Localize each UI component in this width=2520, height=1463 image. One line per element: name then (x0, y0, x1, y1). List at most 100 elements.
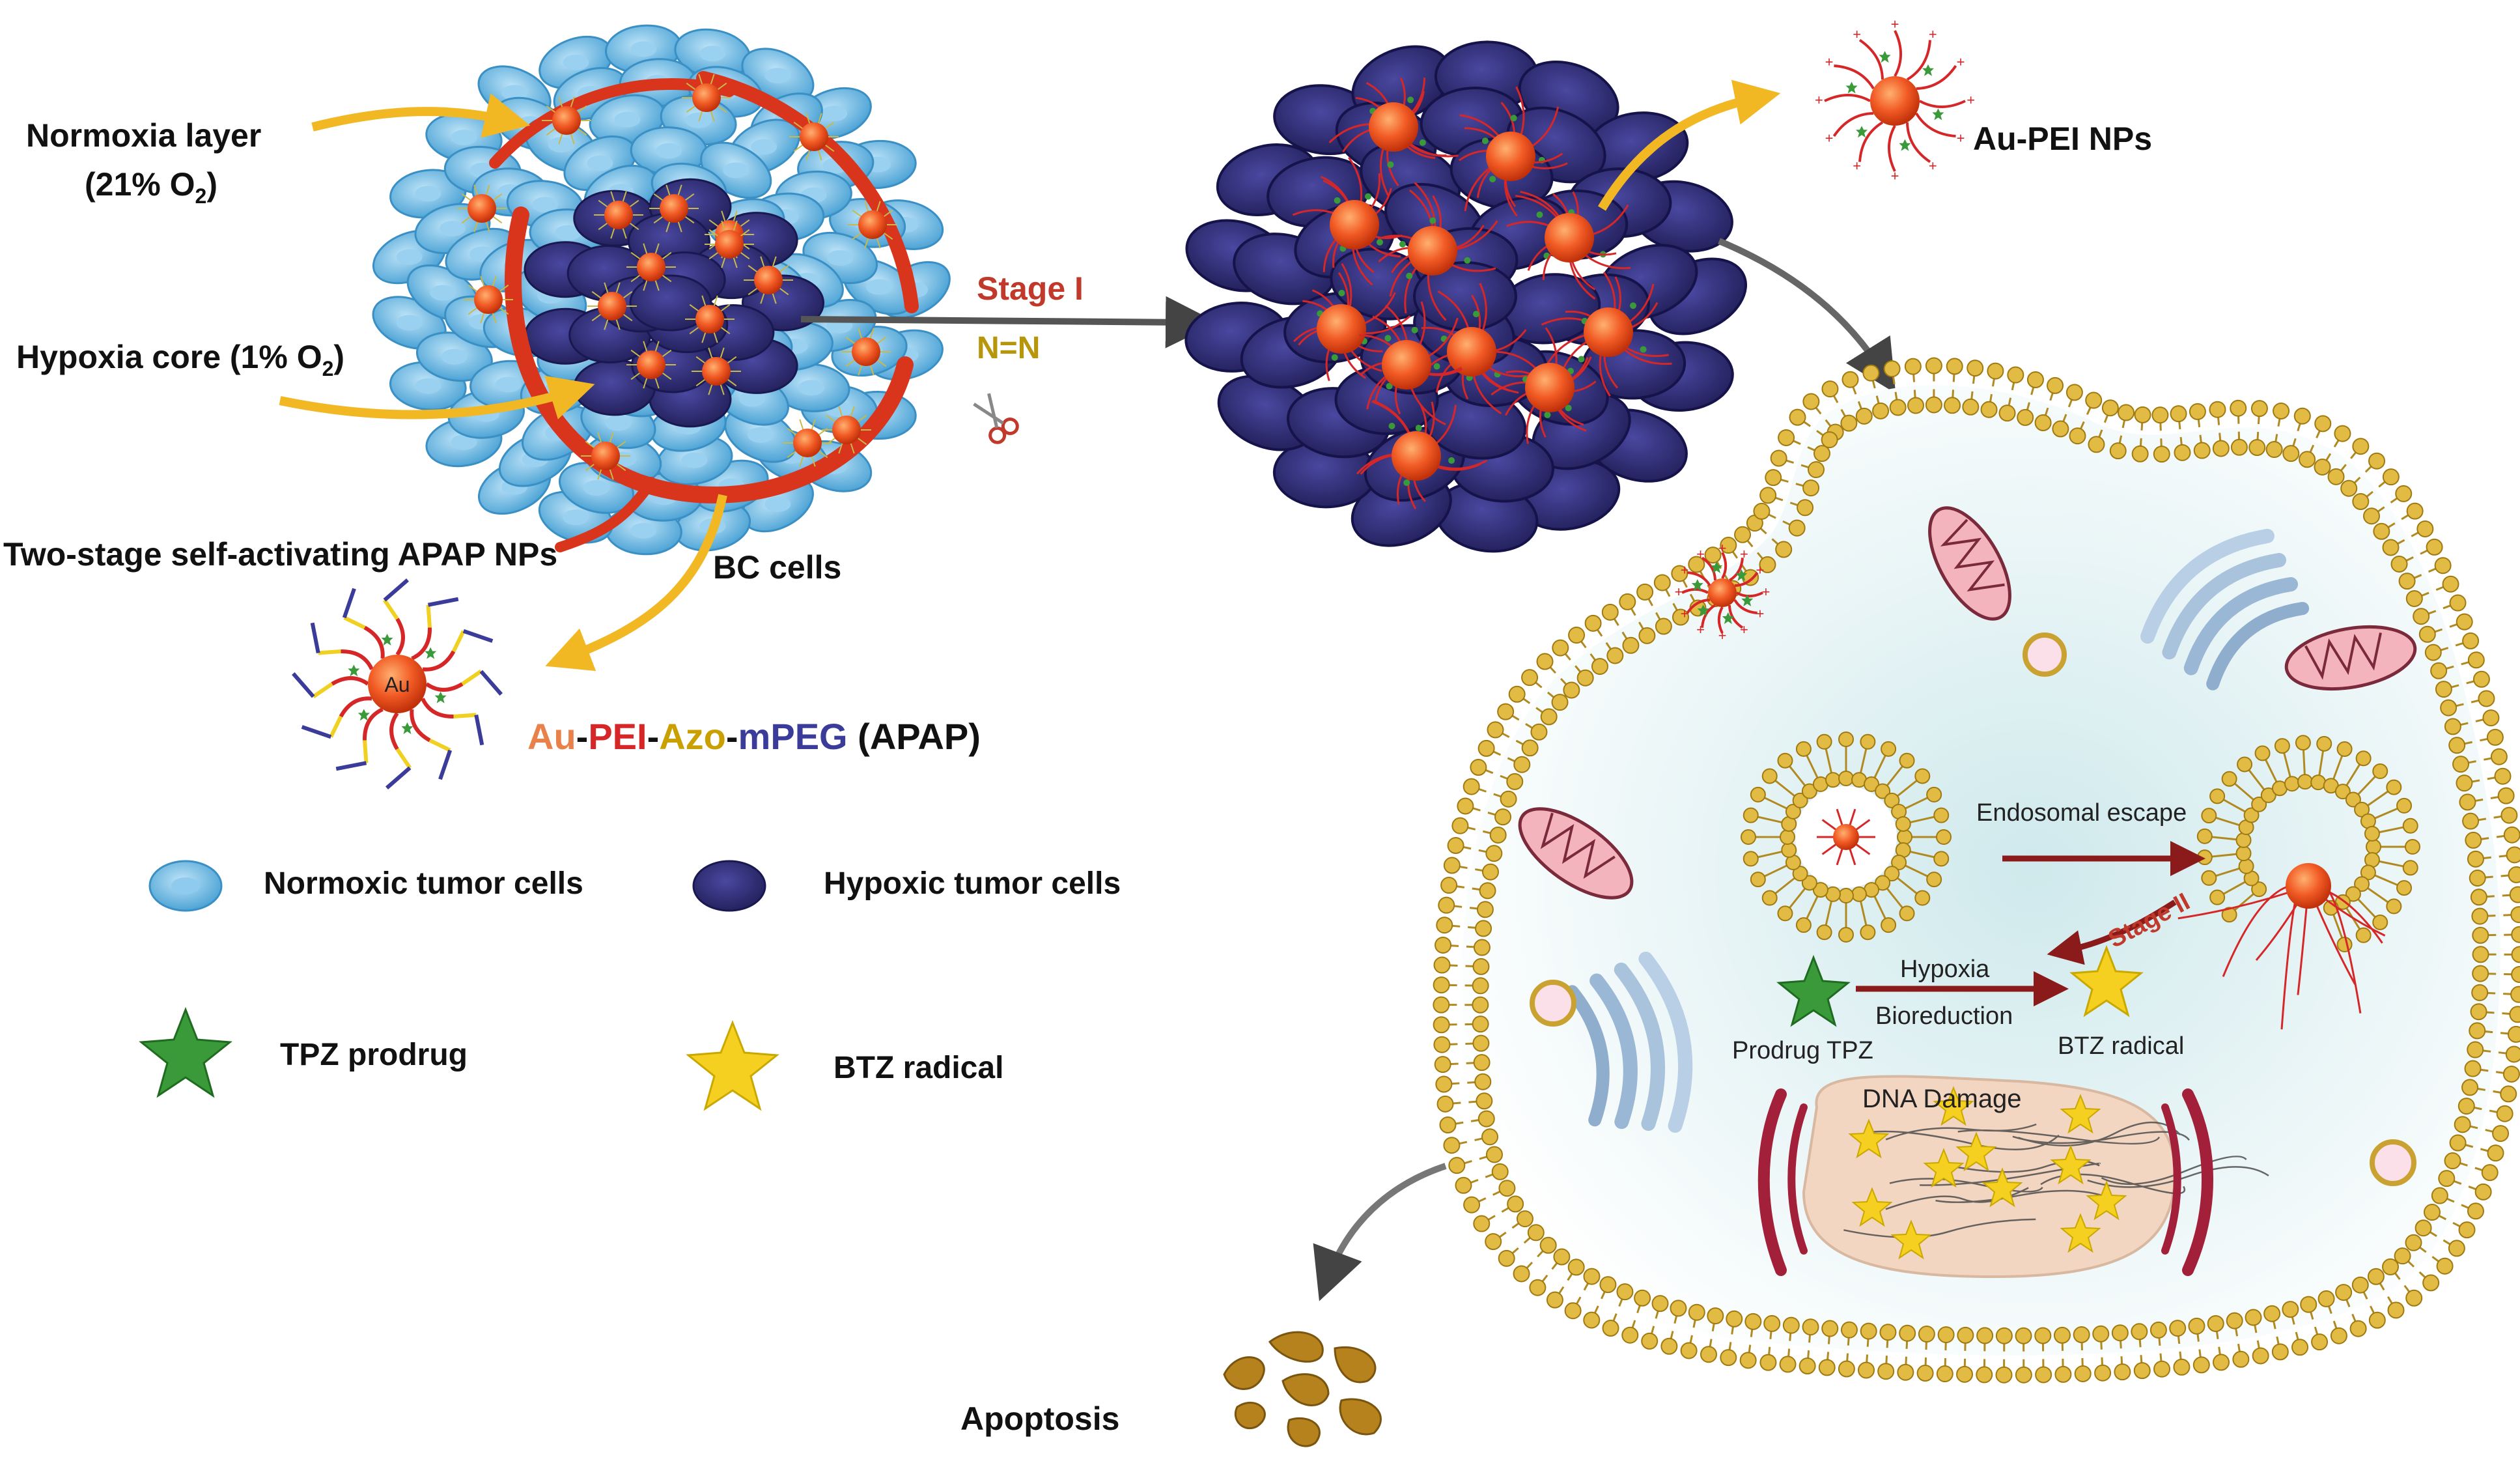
cell-nucleus (548, 137, 574, 153)
lipid-head (2196, 828, 2213, 844)
charge-plus: + (1891, 168, 1899, 184)
tpz-dot (1338, 289, 1345, 296)
cell-nucleus (451, 130, 477, 146)
normoxia-arrow (311, 93, 531, 138)
lipid-head (1925, 357, 1942, 375)
nanoparticle (692, 83, 721, 112)
lipid-head (2394, 1247, 2411, 1265)
mpeg-chain (479, 670, 503, 696)
lipid-head (2405, 1234, 2422, 1251)
mitochondrion-icon (1518, 807, 1634, 900)
lipid-head (1995, 1327, 2013, 1344)
nanoparticle (1382, 340, 1431, 390)
lipid-head (2503, 826, 2520, 844)
lipid-head (2330, 1327, 2347, 1344)
lipid-head (1802, 1318, 1819, 1336)
lipid-head (2047, 376, 2064, 394)
lipid-head (1641, 1332, 1659, 1350)
lipid-head (2226, 1312, 2243, 1329)
lipid-head (1759, 556, 1776, 573)
nanoparticle (800, 122, 828, 151)
cell-nucleus (821, 106, 848, 122)
lipid-head (2497, 787, 2515, 804)
lipid-head (2487, 1144, 2504, 1162)
btz-radical-star (1955, 1131, 1997, 1172)
btz-radical-star (1890, 1219, 1932, 1260)
charge-plus: + (1675, 584, 1683, 600)
azo-linker (363, 740, 369, 763)
lipid-head (1780, 829, 1795, 845)
lipid-head (2336, 937, 2353, 953)
lipid-head (2345, 791, 2361, 808)
lipid-head (1433, 976, 1450, 994)
mpeg-chain (385, 766, 412, 789)
nanoparticle (660, 194, 688, 223)
lipid-head (2351, 1276, 2369, 1294)
cell-nucleus (583, 480, 610, 496)
cell-nucleus (738, 391, 765, 407)
legend: Normoxic tumor cells Hypoxic tumor cells… (139, 860, 1121, 1111)
pei-chain (331, 676, 369, 686)
tpz-dot (1565, 405, 1572, 412)
hypoxia-arrow (279, 375, 595, 419)
charge-plus: + (1762, 584, 1771, 600)
lipid-head (2314, 458, 2331, 476)
azo-linker (312, 682, 333, 698)
lipid-head (1485, 845, 1503, 862)
lipid-head (1638, 627, 1656, 644)
tumor-spheroid (372, 24, 951, 556)
lipid-head (2372, 763, 2388, 780)
lipid-head (1473, 939, 1491, 956)
lipid-head (2471, 984, 2489, 1001)
lipid-head (2336, 741, 2353, 757)
lipid-head (1797, 499, 1814, 517)
lipid-head (1881, 917, 1897, 933)
lipid-head (2209, 401, 2226, 418)
lipid-head (1816, 733, 1832, 750)
tpz-dot (1481, 137, 1489, 145)
lipid-head (2462, 632, 2480, 649)
lipid-head (1899, 1324, 1916, 1342)
hypoxia-core-label: Hypoxia core (1% O2) (16, 339, 344, 380)
lipid-head (2092, 1325, 2110, 1342)
lipid-head (2221, 907, 2237, 923)
cell-nucleus (555, 225, 581, 241)
tpz-dot (1411, 326, 1418, 334)
nanoparticle (1486, 132, 1535, 181)
lipid-head (2054, 1365, 2072, 1383)
pei-chain (1717, 606, 1724, 634)
btz-radical-star (2050, 1144, 2092, 1185)
pei-chain (1686, 599, 1711, 614)
apoptosis-arrow (1313, 1163, 1447, 1301)
lipid-head (2509, 1006, 2520, 1023)
lipid-head (1765, 469, 1782, 487)
lipid-head (2085, 391, 2103, 409)
pei-chain (410, 709, 431, 743)
lipid-head (1473, 1054, 1491, 1072)
lipid-head (1472, 977, 1489, 995)
tpz-star-small (348, 664, 360, 677)
charge-plus: + (1718, 540, 1727, 556)
nanoparticle (852, 337, 880, 366)
lipid-head (1489, 826, 1507, 844)
lipid-head (2472, 670, 2490, 688)
charge-plus: + (1853, 26, 1861, 42)
lipid-head (2363, 507, 2381, 525)
pei-chain (1906, 40, 1931, 81)
charge-plus: + (1815, 92, 1823, 108)
dna-strand (2087, 1166, 2269, 1188)
lipid-head (1500, 790, 1517, 808)
pei-chain (1858, 121, 1884, 162)
legend-tpz: TPZ prodrug (280, 1038, 468, 1072)
lipid-head (1621, 1326, 1639, 1344)
lipid-head (2482, 709, 2500, 727)
apoptosis-label: Apoptosis (960, 1400, 1119, 1437)
charge-plus: + (1929, 26, 1937, 42)
tpz-star-small (434, 691, 447, 703)
charge-plus: + (1740, 546, 1748, 562)
lipid-head (1838, 1360, 1855, 1378)
lipid-head (1998, 405, 2016, 422)
pei-chain (339, 696, 372, 718)
cell-nucleus (495, 376, 522, 393)
mpeg-chain (438, 749, 453, 780)
